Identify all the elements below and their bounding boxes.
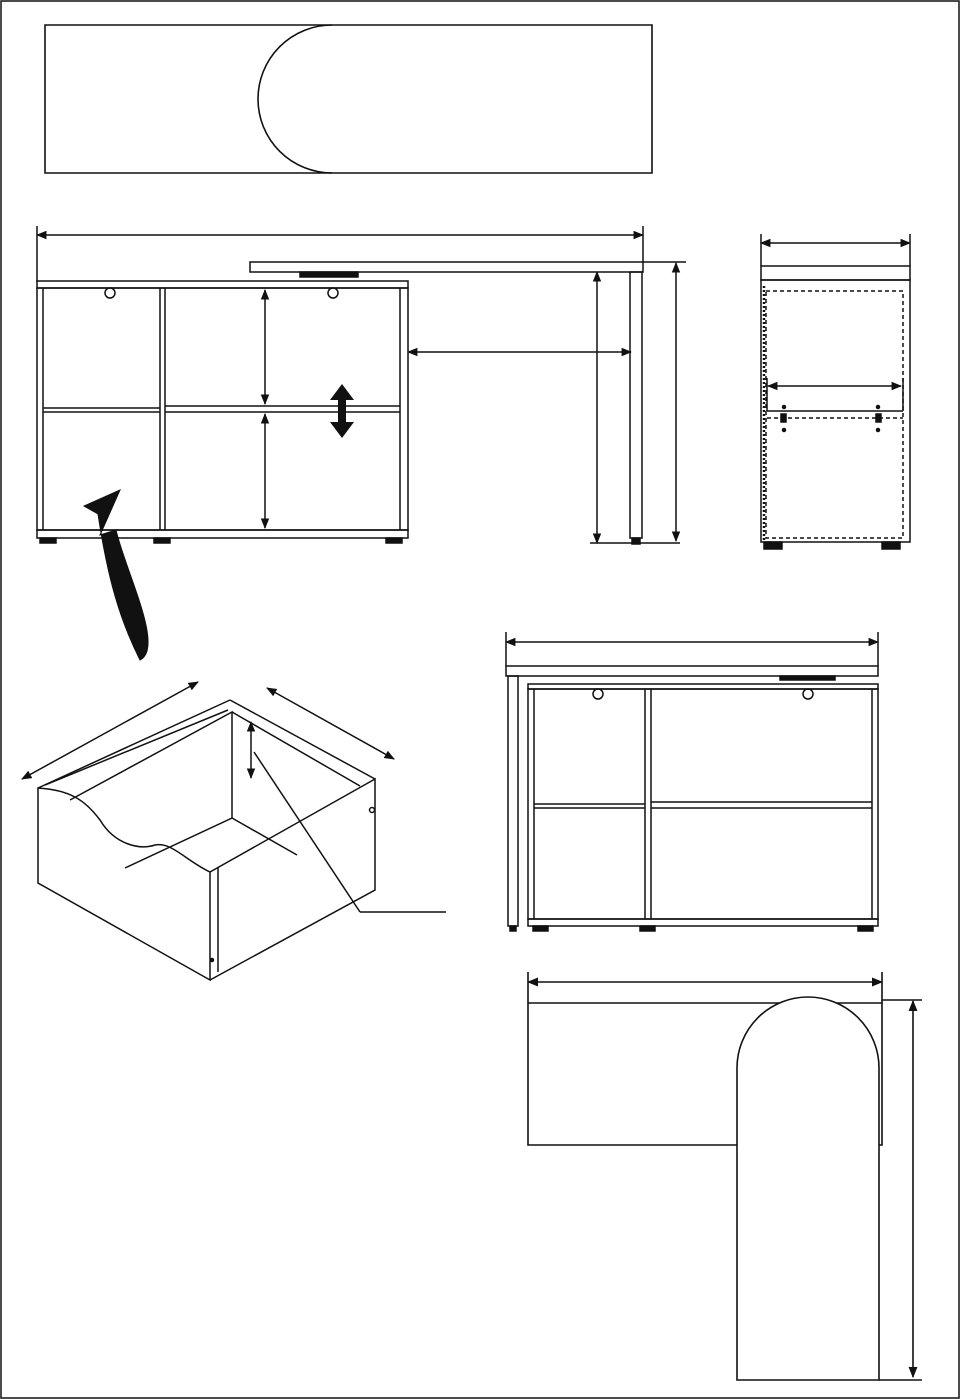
front-view-extended [35, 226, 686, 545]
curved-arrow-to-drawer [82, 489, 149, 661]
top-view-straight [44, 24, 653, 174]
top-view-corner [526, 972, 922, 1381]
top-outline [44, 24, 653, 174]
adjustable-shelf-arrow [330, 384, 354, 438]
side-view [759, 234, 912, 550]
rounded-top-edge [257, 24, 333, 174]
drawer-detail [21, 681, 446, 982]
front-view-compact [504, 632, 880, 932]
